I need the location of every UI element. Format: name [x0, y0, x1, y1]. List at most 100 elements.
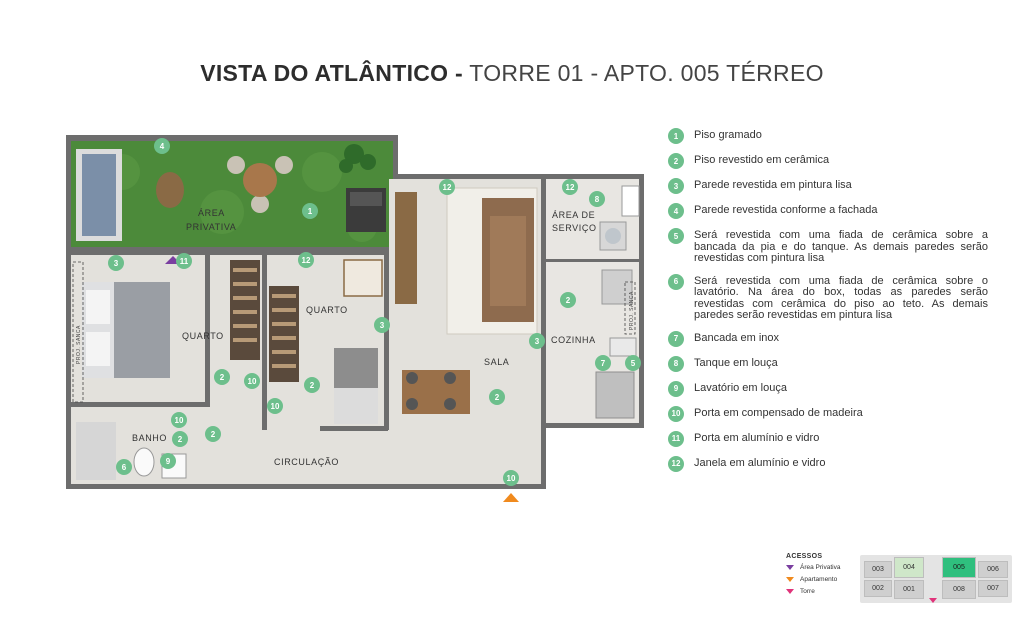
marker-circle	[560, 292, 576, 308]
legend-text: Bancada em inox	[694, 331, 779, 344]
title-light: TORRE 01 - APTO. 005 TÉRREO	[463, 60, 824, 86]
key-plan: 003 004 005 006 002 001 008 007	[860, 555, 1012, 603]
legend-text: Piso gramado	[694, 129, 762, 141]
marker-circle	[439, 179, 455, 195]
access-key: ACESSOS Área Privativa Apartamento Torre	[786, 553, 856, 600]
outdoor-bench-cushion	[82, 154, 116, 236]
bed-blanket	[114, 282, 170, 378]
room-label-sala: SALA	[484, 357, 509, 367]
marker-number: 2	[211, 430, 216, 439]
plant	[339, 144, 376, 173]
legend-item: 8 Tanque em louça	[668, 355, 988, 372]
marker-number: 2	[566, 296, 571, 305]
marker-circle	[108, 255, 124, 271]
kitchen-sink	[609, 337, 637, 357]
proj-sanca-1-label: PROJ. SANCA	[76, 325, 82, 364]
legend-number-badge: 7	[668, 330, 684, 347]
legend-number-badge: 11	[668, 430, 684, 447]
marker-circle	[176, 253, 192, 269]
stove	[601, 269, 633, 305]
unit-001: 001	[894, 580, 924, 599]
wardrobe-shelves	[233, 268, 296, 368]
legend-text: Piso revestido em cerâmica	[694, 154, 830, 166]
pillow	[86, 290, 110, 324]
marker-number: 8	[595, 195, 600, 204]
floor-plan: PROJ. SANCA PROJ. SANCA ÁREA PRIVATIVA Q…	[66, 135, 644, 502]
legend-number-badge: 1	[668, 128, 684, 144]
marker-circle	[214, 369, 230, 385]
marker-circle	[529, 333, 545, 349]
unit-006: 006	[978, 561, 1008, 578]
triangle-icon	[786, 565, 794, 570]
washing-machine-door	[605, 228, 621, 244]
access-label-torre: Torre	[800, 588, 815, 595]
legend-text: Lavatório em louça	[694, 381, 787, 394]
room-label-area-privativa-2: PRIVATIVA	[186, 222, 236, 232]
marker-circle	[589, 191, 605, 207]
marker-circle	[625, 355, 641, 371]
unit-003: 003	[864, 561, 892, 578]
unit-007: 007	[978, 580, 1008, 597]
marker-number: 12	[443, 183, 452, 192]
access-title: ACESSOS	[786, 553, 823, 560]
legend-text: Tanque em louça	[694, 356, 778, 369]
tank	[621, 185, 640, 217]
unit-004: 004	[894, 557, 924, 578]
room-label-area-privativa-1: ÁREA	[198, 208, 225, 218]
marker-circle	[205, 426, 221, 442]
marker-circle	[595, 355, 611, 371]
marker-circle	[489, 389, 505, 405]
legend-number-badge: 8	[668, 355, 684, 372]
marker-number: 4	[160, 142, 165, 151]
legend-number-badge: 5	[668, 228, 684, 244]
marker-circle	[302, 203, 318, 219]
marker-circle	[171, 412, 187, 428]
legend-item: 12 Janela em alumínio e vidro	[668, 455, 988, 472]
marker-circle	[562, 179, 578, 195]
marker-number: 7	[601, 359, 606, 368]
access-torre-arrow	[929, 598, 937, 603]
marker-number: 2	[178, 435, 183, 444]
room-label-area-servico-1: ÁREA DE	[552, 210, 595, 220]
legend-number-badge: 12	[668, 455, 684, 472]
marker-number: 2	[220, 373, 225, 382]
room-label-area-servico-2: SERVIÇO	[552, 223, 597, 233]
marker-number: 2	[495, 393, 500, 402]
access-row-torre: Torre	[786, 588, 856, 595]
triangle-icon	[786, 577, 794, 582]
access-row-apartamento: Apartamento	[786, 576, 856, 583]
marker-number: 5	[631, 359, 636, 368]
legend-text: Janela em alumínio e vidro	[694, 456, 826, 469]
pillow	[86, 332, 110, 366]
marker-number: 11	[180, 257, 189, 266]
marker-number: 3	[380, 321, 385, 330]
marker-number: 3	[535, 337, 540, 346]
marker-number: 10	[175, 416, 184, 425]
legend-item: 1 Piso gramado	[668, 128, 988, 144]
marker-circle	[244, 373, 260, 389]
legend-number-badge: 6	[668, 273, 684, 290]
legend-number-badge: 9	[668, 380, 684, 397]
marker-number: 10	[507, 474, 516, 483]
proj-sanca-2	[624, 281, 636, 335]
grill-top	[350, 192, 382, 206]
bed-quarto-2-blanket	[334, 348, 378, 388]
outdoor-chair	[227, 156, 245, 174]
legend-text: Parede revestida em pintura lisa	[694, 179, 852, 191]
outdoor-chair	[251, 195, 269, 213]
legend-number-badge: 2	[668, 153, 684, 169]
legend-item: 7 Bancada em inox	[668, 330, 988, 347]
dining-chairs	[406, 372, 456, 410]
outdoor-table	[243, 163, 277, 197]
legend-text: Parede revestida conforme a fachada	[694, 204, 878, 216]
marker-circle	[304, 377, 320, 393]
desk	[343, 259, 383, 297]
triangle-icon	[786, 589, 794, 594]
legend-text: Porta em compensado de madeira	[694, 406, 863, 419]
marker-number: 6	[122, 463, 127, 472]
wood-stump	[156, 172, 184, 208]
legend-item: 2 Piso revestido em cerâmica	[668, 153, 988, 169]
